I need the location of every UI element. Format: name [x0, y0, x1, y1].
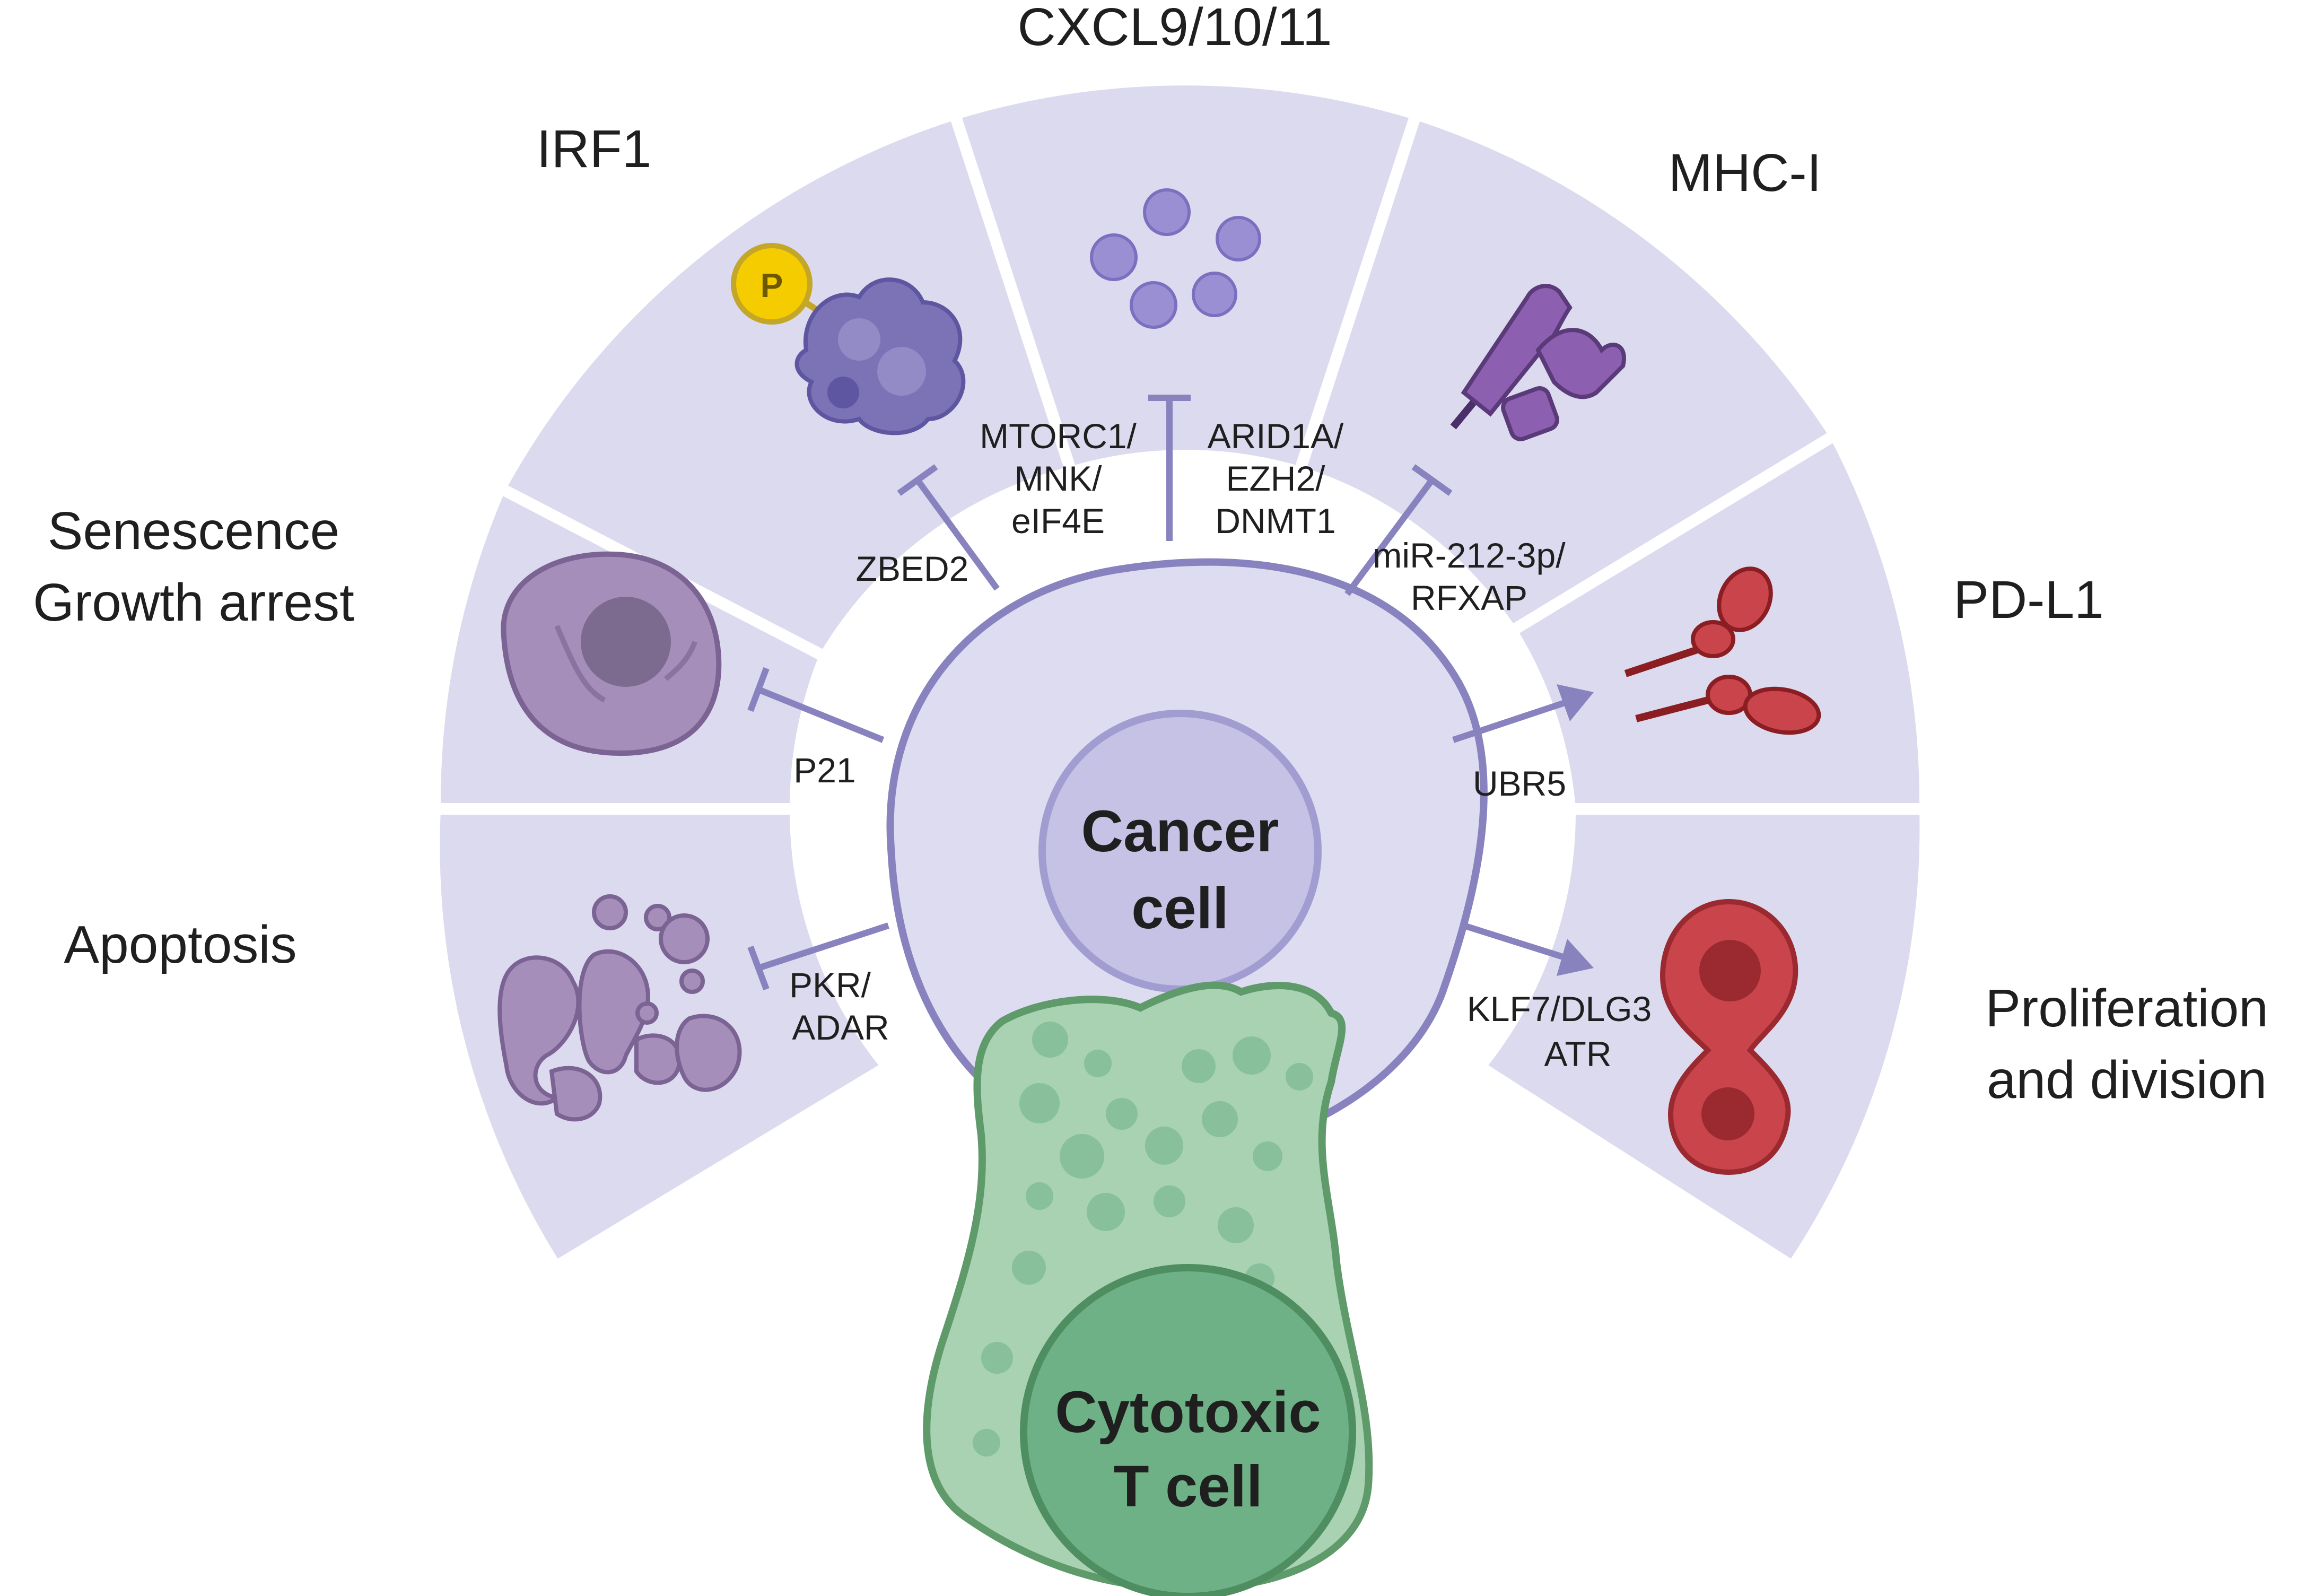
- inhibition-bar-p21: [747, 667, 770, 712]
- label-proliferation: Proliferation: [1985, 979, 2268, 1038]
- inhibition-bar-mhc: [1411, 464, 1453, 496]
- label-ubr5: UBR5: [1473, 764, 1566, 803]
- inhibition-arrow-pkr: [757, 922, 889, 971]
- regulator-labels: MTORC1/ MNK/ eIF4E ARID1A/ EZH2/ DNMT1 Z…: [789, 416, 1652, 1074]
- label-ezh2: EZH2/: [1226, 459, 1325, 498]
- phosphorylated-protein-icon: P: [731, 243, 966, 435]
- regulatory-arrows: [747, 395, 1594, 991]
- phospho-letter: P: [761, 266, 783, 304]
- chemokine-spheres-icon: [1090, 188, 1261, 329]
- label-mir-212: miR-212-3p/: [1373, 536, 1566, 575]
- inhibition-arrow-zbed2: [915, 478, 1000, 591]
- label-zbed2: ZBED2: [856, 549, 969, 588]
- t-cell-label: Cytotoxic: [1055, 1380, 1321, 1445]
- activation-arrow-ubr5: [1452, 700, 1566, 743]
- label-adar: ADAR: [792, 1008, 889, 1047]
- arrowhead-klf7: [1557, 939, 1594, 976]
- label-p21: P21: [793, 751, 855, 790]
- inhibition-arrow-p21: [757, 686, 885, 743]
- label-dnmt1: DNMT1: [1215, 501, 1335, 540]
- sector-cxcl: [947, 74, 1423, 479]
- dividing-cell-icon: [1660, 899, 1798, 1175]
- cytotoxic-t-cell: Cytotoxic T cell: [923, 981, 1373, 1596]
- label-pkr: PKR/: [789, 965, 871, 1005]
- pdl1-molecule-icon: [1624, 566, 1821, 735]
- label-growth-arrest: Growth arrest: [33, 573, 354, 632]
- outcome-labels: CXCL9/10/11 IRF1 MHC-I Senescence Growth…: [33, 0, 2268, 1110]
- t-cell-nucleus: [1020, 1264, 1356, 1596]
- label-rfxap: RFXAP: [1411, 578, 1527, 617]
- label-arid1a: ARID1A/: [1208, 416, 1344, 456]
- t-cell-granules: [973, 1022, 1324, 1488]
- mhc-molecule-icon: [1450, 284, 1626, 441]
- label-mhc: MHC-I: [1669, 143, 1822, 203]
- t-cell-label-line2: T cell: [1113, 1454, 1262, 1519]
- label-klf7-dlg3: KLF7/DLG3: [1467, 989, 1652, 1028]
- cancer-cell-label-line2: cell: [1131, 876, 1228, 941]
- label-pdl1: PD-L1: [1953, 570, 2103, 630]
- inhibition-arrow-mhc: [1344, 478, 1435, 596]
- senescent-cell-icon: [501, 551, 722, 756]
- label-mnk: MNK/: [1015, 459, 1103, 498]
- label-apoptosis: Apoptosis: [64, 915, 296, 974]
- label-eif4e: eIF4E: [1011, 501, 1105, 540]
- label-senescence: Senescence: [48, 501, 339, 561]
- activation-arrow-klf7: [1463, 922, 1566, 961]
- inhibition-bar-zbed2: [897, 464, 938, 496]
- label-mtorc1: MTORC1/: [980, 416, 1137, 456]
- apoptotic-cell-icon: [497, 894, 742, 1122]
- inhibition-bar-pkr: [747, 945, 770, 991]
- sector-irf1: [492, 107, 1079, 665]
- arrowhead-ubr5: [1557, 684, 1594, 721]
- cancer-cell-label: Cancer: [1081, 799, 1279, 864]
- label-division: and division: [1987, 1050, 2267, 1110]
- label-cxcl: CXCL9/10/11: [1018, 0, 1332, 57]
- label-irf1: IRF1: [537, 119, 652, 179]
- label-atr: ATR: [1544, 1034, 1611, 1074]
